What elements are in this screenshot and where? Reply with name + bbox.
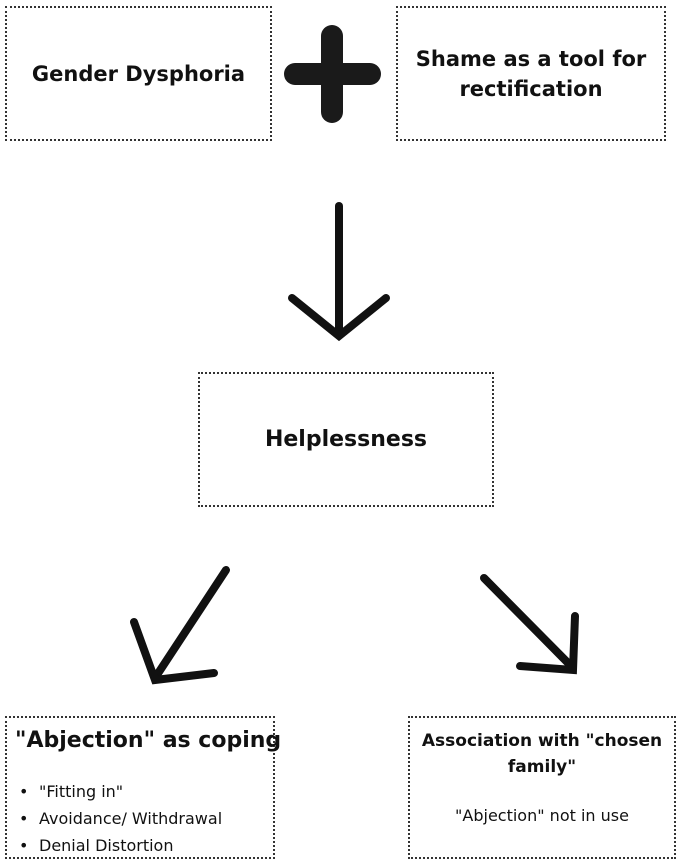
down-right-arrow-icon bbox=[480, 574, 579, 675]
abjection-title: "Abjection" as coping bbox=[15, 728, 282, 753]
helplessness-box: Helplessness bbox=[198, 372, 494, 507]
down-left-arrow-icon bbox=[130, 566, 230, 685]
association-box: Association with "chosen family" "Abject… bbox=[408, 716, 676, 859]
abjection-list: "Fitting in" Avoidance/ Withdrawal Denia… bbox=[19, 778, 222, 859]
association-note: "Abjection" not in use bbox=[455, 806, 629, 825]
list-item: "Fitting in" bbox=[19, 778, 222, 805]
list-item: Avoidance/ Withdrawal bbox=[19, 805, 222, 832]
association-title: Association with "chosen family" bbox=[421, 731, 663, 777]
shame-box: Shame as a tool for rectification bbox=[396, 6, 666, 141]
gender-dysphoria-label: Gender Dysphoria bbox=[31, 61, 246, 86]
down-arrow-icon bbox=[288, 202, 390, 342]
plus-icon bbox=[284, 25, 381, 123]
list-item: Denial Distortion bbox=[19, 832, 222, 859]
gender-dysphoria-box: Gender Dysphoria bbox=[5, 6, 272, 141]
helplessness-label: Helplessness bbox=[264, 427, 428, 452]
abjection-box: "Abjection" as coping "Fitting in" Avoid… bbox=[5, 716, 281, 859]
shame-label: Shame as a tool for rectification bbox=[415, 46, 647, 101]
